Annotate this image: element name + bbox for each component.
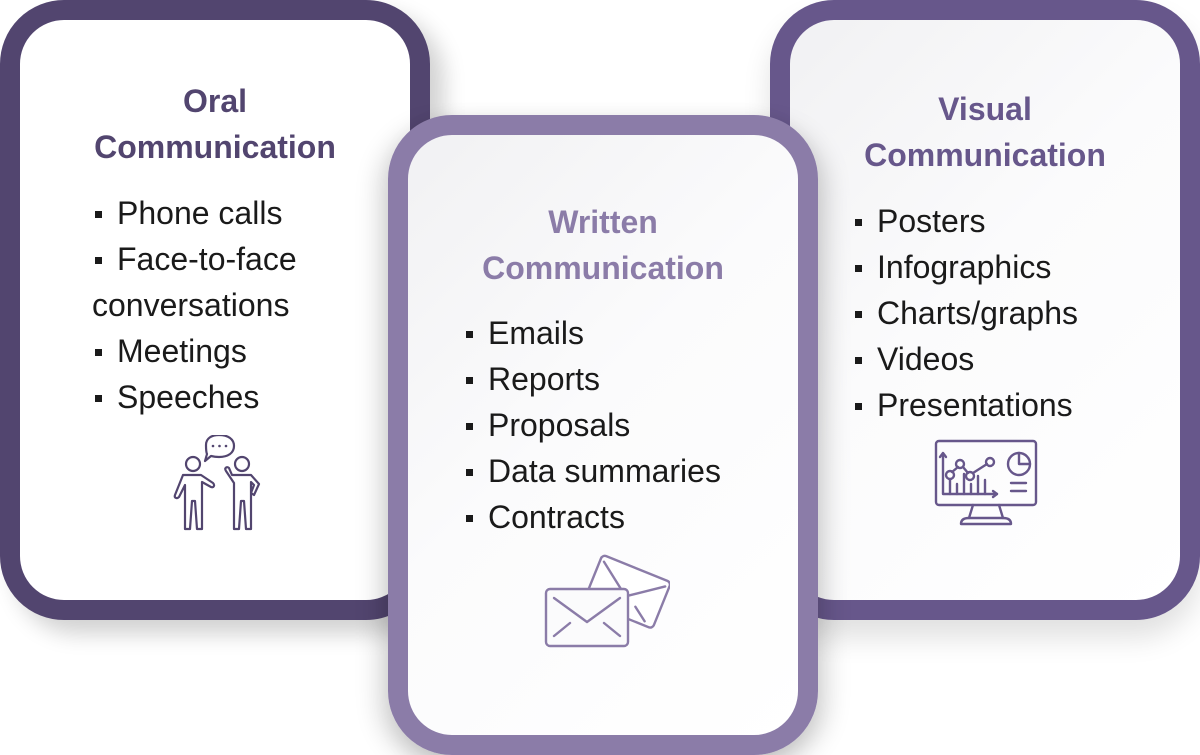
item-text: Face-to-face — [117, 241, 297, 277]
bullet-icon — [95, 211, 102, 218]
list-item: Reports — [463, 356, 721, 402]
card-title: Visual Communication — [790, 86, 1180, 178]
list-item: Face-to-face conversations — [92, 236, 297, 328]
bullet-icon — [466, 331, 473, 338]
list-item: Phone calls — [92, 190, 297, 236]
list-item: Meetings — [92, 328, 297, 374]
title-line: Written — [548, 204, 658, 240]
card-title: Written Communication — [408, 199, 798, 291]
item-list: Emails Reports Proposals Data summaries … — [463, 310, 721, 540]
item-text: Reports — [488, 361, 601, 397]
item-text: Proposals — [488, 407, 631, 443]
item-text-continuation: conversations — [92, 287, 290, 323]
item-text: Speeches — [117, 379, 260, 415]
bullet-icon — [855, 311, 862, 318]
item-text: Infographics — [877, 249, 1052, 285]
item-text: Charts/graphs — [877, 295, 1078, 331]
item-list: Phone calls Face-to-face conversations Me… — [92, 190, 297, 420]
written-communication-card: Written Communication Emails Reports Pro… — [388, 115, 818, 755]
bullet-icon — [466, 515, 473, 522]
list-item: Data summaries — [463, 448, 721, 494]
list-item: Infographics — [852, 244, 1078, 290]
list-item: Emails — [463, 310, 721, 356]
bullet-icon — [95, 395, 102, 402]
item-list: Posters Infographics Charts/graphs Video… — [852, 198, 1078, 428]
item-text: Meetings — [117, 333, 247, 369]
bullet-icon — [466, 469, 473, 476]
list-item: Speeches — [92, 374, 297, 420]
item-text: Presentations — [877, 387, 1073, 423]
item-text: Phone calls — [117, 195, 283, 231]
bullet-icon — [855, 219, 862, 226]
item-text: Contracts — [488, 499, 625, 535]
title-line: Communication — [864, 137, 1106, 173]
title-line: Oral — [182, 83, 248, 119]
item-text: Videos — [877, 341, 975, 377]
title-line: Communication — [94, 129, 336, 165]
card-title: Oral Communication — [20, 78, 410, 170]
item-text: Data summaries — [488, 453, 721, 489]
list-item: Charts/graphs — [852, 290, 1078, 336]
bullet-icon — [855, 403, 862, 410]
title-line: Communication — [482, 250, 724, 286]
item-text: Emails — [488, 315, 585, 351]
envelopes-icon — [544, 554, 670, 648]
bullet-icon — [855, 265, 862, 272]
oral-communication-card: Oral Communication Phone calls Face-to-f… — [0, 0, 430, 620]
bullet-icon — [95, 349, 102, 356]
visual-communication-card: Visual Communication Posters Infographic… — [770, 0, 1200, 620]
two-people-talking-icon — [173, 435, 261, 531]
list-item: Posters — [852, 198, 1078, 244]
bullet-icon — [466, 423, 473, 430]
list-item: Videos — [852, 336, 1078, 382]
bullet-icon — [466, 377, 473, 384]
bullet-icon — [855, 357, 862, 364]
monitor-chart-icon — [934, 439, 1038, 526]
title-line: Visual — [938, 91, 1032, 127]
item-text: Posters — [877, 203, 986, 239]
bullet-icon — [95, 257, 102, 264]
list-item: Proposals — [463, 402, 721, 448]
list-item: Contracts — [463, 494, 721, 540]
list-item: Presentations — [852, 382, 1078, 428]
